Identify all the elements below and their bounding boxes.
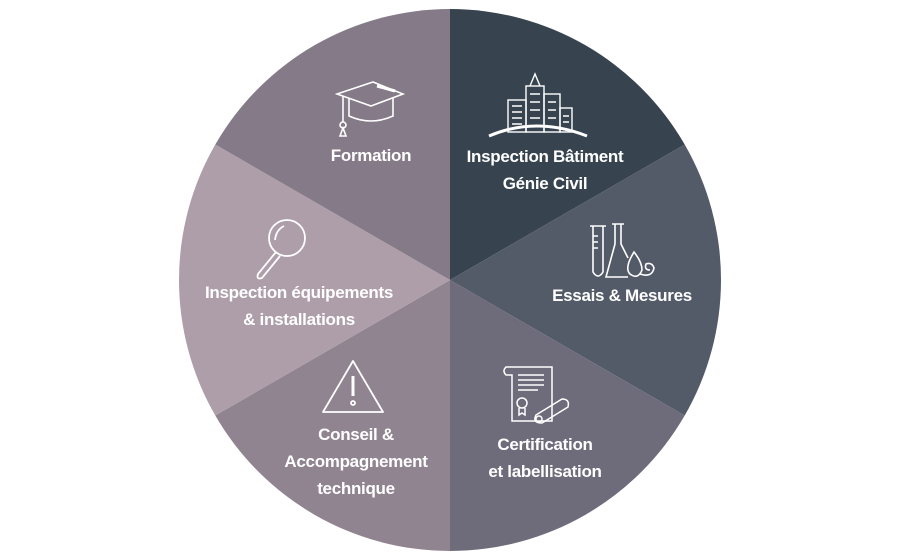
segment-essais-mesures [450,144,721,416]
segment-label-formation: Formation [330,142,412,169]
segment-formation [215,9,450,280]
segment-inspection-batiment [450,9,685,280]
label-line: et labellisation [488,462,602,481]
label-line: Inspection équipements [205,283,393,302]
graduation-cap-icon [335,80,405,140]
label-line: Formation [330,146,412,165]
segment-label-conseil: Conseil & Accompagnement technique [284,421,427,502]
segment-inspection-equipements [179,144,450,416]
label-line: & installations [243,310,355,329]
segment-certification [450,280,685,551]
segment-label-inspection-equipements: Inspection équipements & installations [205,279,393,333]
segment-label-inspection-batiment: Inspection Bâtiment Génie Civil [467,143,624,197]
magnifier-icon [250,216,312,282]
segment-label-essais-mesures: Essais & Mesures [552,282,692,309]
segment-label-certification: Certification et labellisation [488,431,602,485]
segment-conseil [215,280,450,551]
label-line: Inspection Bâtiment [466,147,624,166]
label-line: Essais & Mesures [552,286,692,305]
warning-triangle-icon [320,358,386,416]
certificate-icon [502,363,574,429]
city-buildings-icon [486,72,590,138]
label-line: Génie Civil [502,174,588,193]
lab-flasks-icon [588,222,660,282]
label-line: Accompagnement [284,452,428,471]
label-line: Certification [497,435,593,454]
label-line: technique [317,479,395,498]
label-line: Conseil & [318,425,394,444]
